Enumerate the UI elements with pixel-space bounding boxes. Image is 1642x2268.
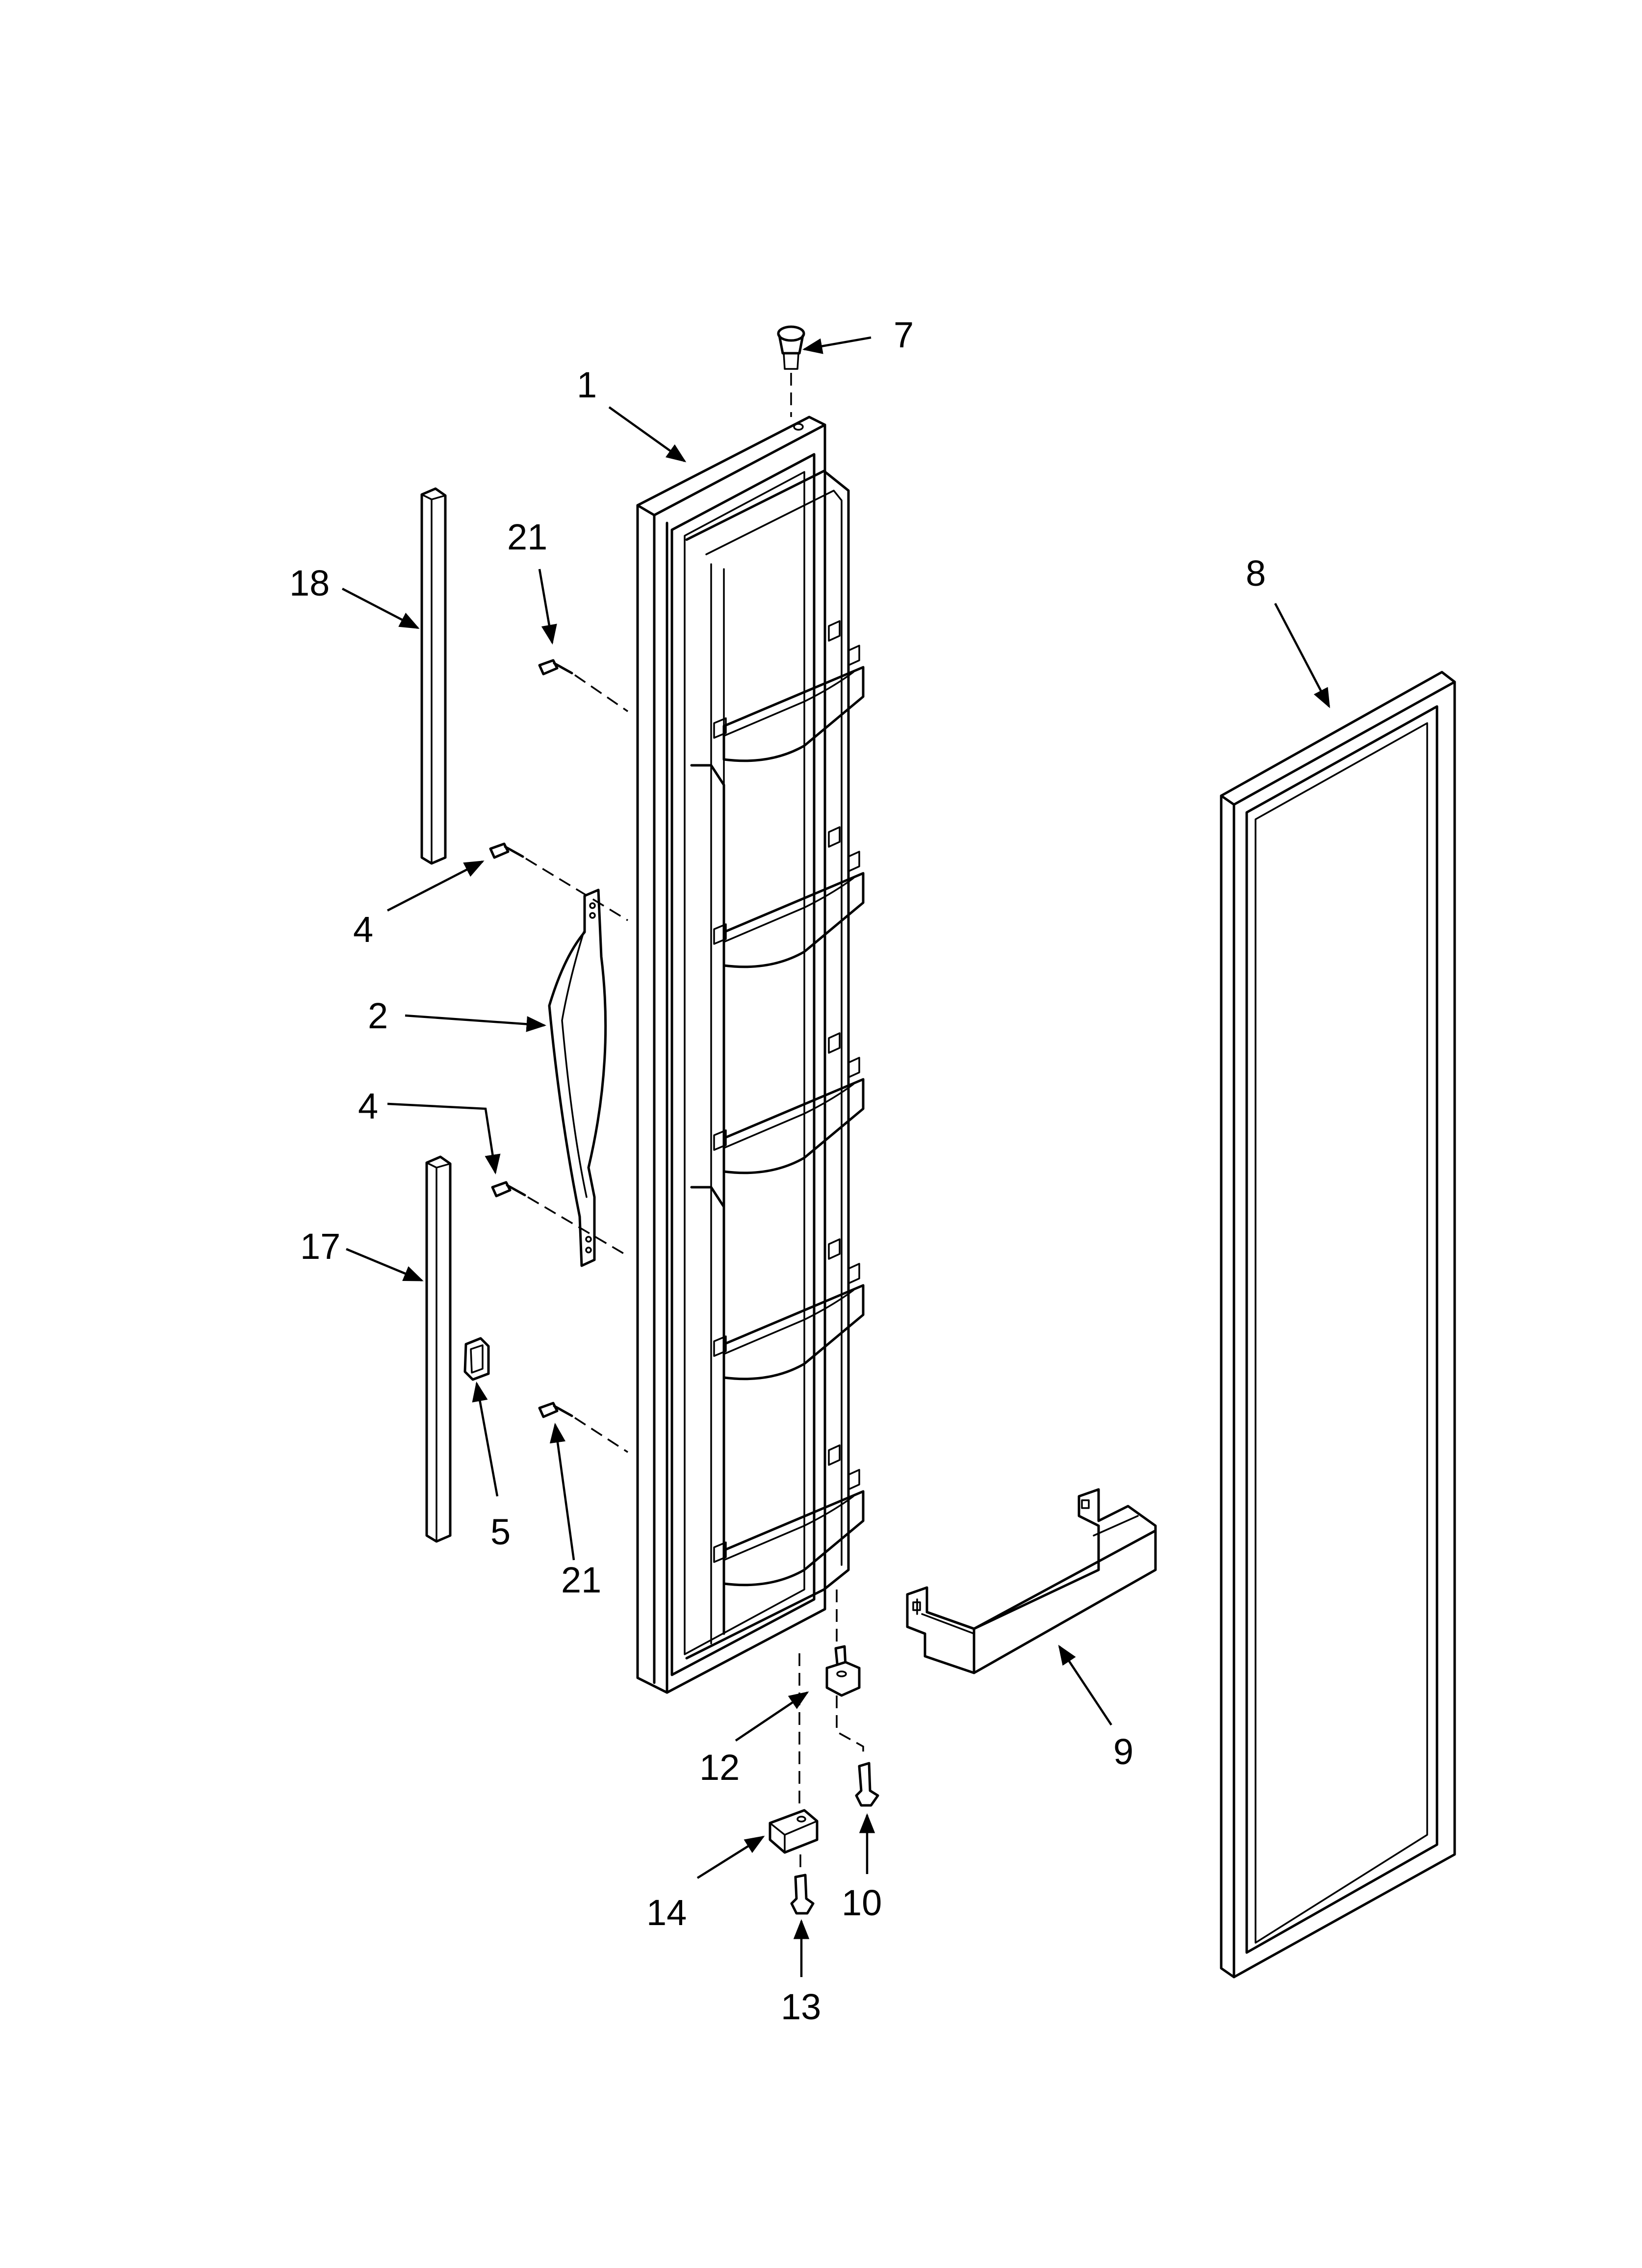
door-shelves: [690, 620, 865, 1635]
leader-lines: [341, 336, 1330, 1977]
upper-trim-strip: [420, 487, 447, 865]
shim-screw: [790, 1854, 815, 1915]
callout-10: 10: [842, 1882, 882, 1923]
door-handle: [548, 888, 607, 1267]
door-assembly: [636, 416, 850, 1694]
callout-14: 14: [646, 1892, 687, 1933]
callout-21-bottom: 21: [561, 1560, 601, 1600]
screw-21-top: [538, 659, 628, 712]
callout-5: 5: [490, 1512, 511, 1552]
screw-4-bottom: [491, 1181, 628, 1257]
callout-21-top: 21: [507, 517, 547, 557]
callout-8: 8: [1246, 553, 1266, 594]
callout-labels: 1 7 21 18 8 4 2 4 17 5 21 9 12 10 14 13: [289, 314, 1266, 2027]
screws: [489, 659, 628, 1453]
lower-trim-strip: [425, 1155, 452, 1543]
door-gasket: [1220, 671, 1456, 1979]
hinge-shim: [769, 1653, 819, 1854]
door-bin: [906, 1488, 1157, 1674]
bottom-hinge: [825, 1590, 864, 1754]
callout-18: 18: [289, 563, 330, 603]
top-hinge-bushing: [777, 325, 805, 417]
callout-4-top: 4: [353, 909, 373, 950]
callout-17: 17: [300, 1226, 340, 1267]
callout-1: 1: [577, 365, 597, 405]
callout-12: 12: [699, 1747, 740, 1788]
callout-2: 2: [368, 995, 388, 1036]
callout-7: 7: [894, 314, 914, 355]
callout-13: 13: [781, 1986, 821, 2027]
screw-21-bottom: [538, 1402, 628, 1453]
callout-4-bottom: 4: [358, 1086, 378, 1126]
callout-9: 9: [1113, 1731, 1133, 1772]
hinge-screw: [855, 1762, 879, 1807]
screw-4-top: [489, 842, 628, 921]
handle-clip: [463, 1337, 490, 1381]
